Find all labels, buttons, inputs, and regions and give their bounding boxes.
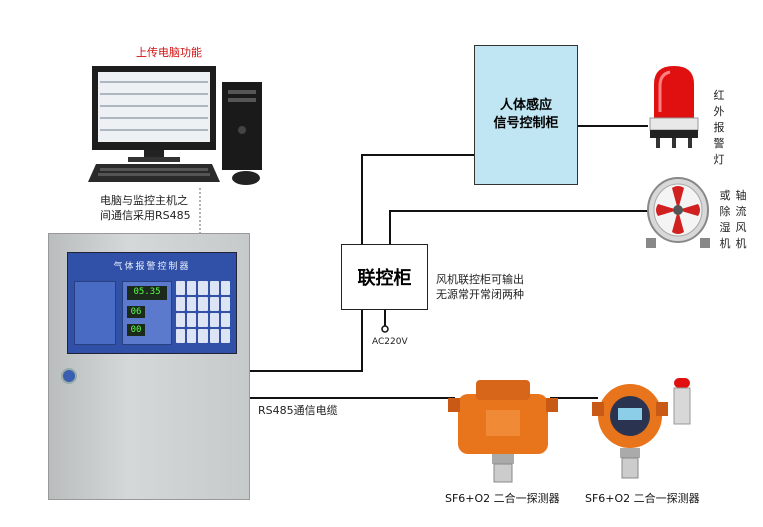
gas-controller-icon: 气体报警控制器 05.35 06 00 (48, 233, 250, 500)
power-label: AC220V (372, 337, 408, 347)
detector-icon (592, 378, 691, 479)
detector2-label: SF6+O2 二合一探测器 (585, 492, 700, 505)
wire-link-to-fan (389, 210, 648, 244)
controller-panel: 气体报警控制器 05.35 06 00 (67, 252, 237, 354)
fan-label-col1: 轴流风机 (735, 189, 747, 250)
lock-icon (61, 368, 77, 384)
human-cabinet-label-line1: 人体感应 (499, 98, 552, 113)
detector1-label: SF6+O2 二合一探测器 (445, 492, 560, 505)
pc-comm-text-line2: 间通信采用RS485 (100, 209, 191, 222)
wire-link-to-human (361, 154, 474, 244)
controller-display-area: 05.35 06 00 (122, 281, 172, 345)
display-top: 05.35 (127, 286, 167, 300)
fan-label-col2: 或除湿机 (719, 189, 731, 250)
alarm-light-icon (649, 66, 699, 148)
human-sensing-cabinet: 人体感应 信号控制柜 (474, 45, 578, 185)
computer-icon (88, 66, 262, 185)
display-mid: 06 (127, 306, 145, 318)
link-cabinet-label: 联控柜 (357, 268, 412, 289)
rs485-cable-label: RS485通信电缆 (258, 404, 338, 417)
link-note-line2: 无源常开常闭两种 (436, 288, 524, 301)
link-control-cabinet: 联控柜 (341, 244, 428, 310)
human-cabinet-label-line2: 信号控制柜 (493, 116, 559, 131)
fan-icon (646, 177, 710, 248)
pc-comm-text-line1: 电脑与监控主机之 (100, 194, 188, 207)
upload-title: 上传电脑功能 (136, 46, 202, 59)
alarm-light-label: 红外报警灯 (713, 89, 725, 166)
link-note-line1: 风机联控柜可输出 (436, 273, 524, 286)
wire-controller-to-link (250, 310, 363, 372)
controller-keypad (176, 281, 230, 343)
detector-icon (448, 380, 558, 483)
display-bottom: 00 (127, 324, 145, 336)
controller-status-area (74, 281, 116, 345)
controller-title: 气体报警控制器 (113, 262, 191, 272)
power-terminal (381, 325, 389, 333)
